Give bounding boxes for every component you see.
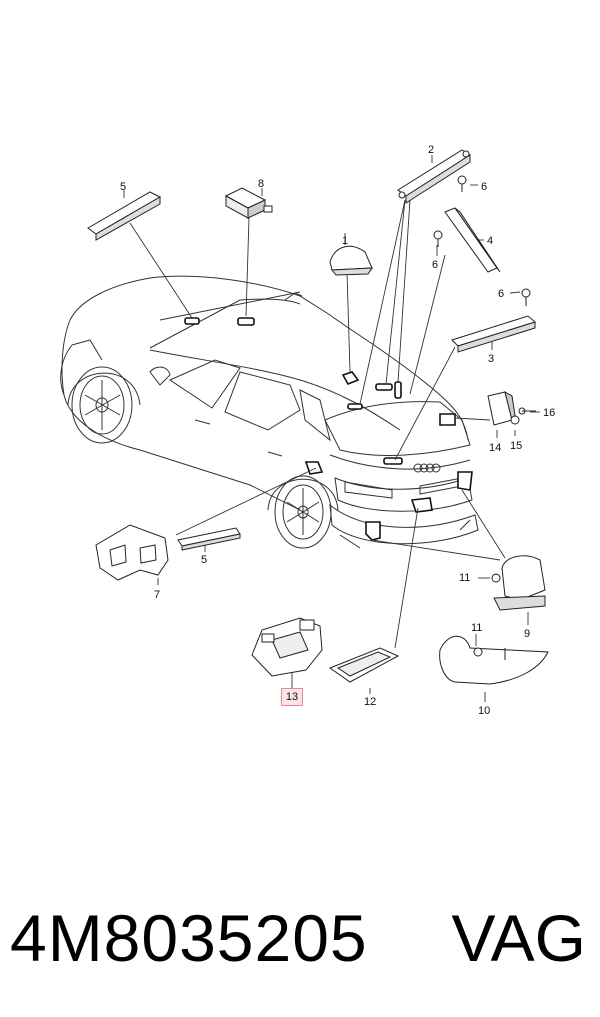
callout-11-a: 11	[459, 572, 470, 584]
part-1-shark-fin	[329, 245, 373, 276]
callout-4: 4	[487, 235, 493, 247]
part-number: 4M8035205	[10, 901, 368, 975]
parts-diagram: 1 2 3 4 5 5 6 6 6 7 8 9 10 11 11 12 14 1…	[60, 144, 555, 717]
callout-6-b: 6	[432, 259, 438, 271]
footer: 4M8035205 VAG	[0, 888, 600, 988]
callout-11-b: 11	[471, 622, 482, 634]
callout-6-c: 6	[498, 288, 504, 300]
part-10-bracket	[439, 635, 549, 685]
leader-lines	[123, 155, 540, 702]
sensor-markers	[184, 317, 473, 541]
part-5-antenna-top	[87, 191, 162, 241]
callout-10: 10	[478, 705, 490, 717]
callout-15: 15	[510, 440, 522, 452]
callout-6-a: 6	[481, 181, 487, 193]
callout-8: 8	[258, 178, 264, 190]
part-4-antenna	[444, 207, 501, 273]
part-14-sensor	[487, 390, 536, 426]
part-3-antenna	[451, 315, 537, 353]
callout-1: 1	[342, 235, 348, 247]
part-8-module	[224, 187, 273, 219]
part-9-sensor	[491, 555, 546, 611]
callout-13-highlighted: 13	[281, 688, 303, 706]
callout-2: 2	[428, 144, 434, 156]
part-13-control-unit	[251, 617, 323, 677]
callout-12: 12	[364, 696, 376, 708]
callout-9: 9	[524, 628, 530, 640]
part-6-screws	[433, 175, 531, 306]
brand-label: VAG	[451, 901, 586, 975]
callout-16: 16	[543, 407, 555, 419]
callout-7: 7	[154, 589, 160, 601]
callout-3: 3	[488, 353, 494, 365]
part-12-cover	[328, 647, 400, 683]
callout-5-top: 5	[120, 181, 126, 193]
part-5-antenna-lower	[177, 527, 241, 551]
callout-14: 14	[489, 442, 501, 454]
part-7-bracket	[95, 524, 169, 581]
part-2-antenna	[397, 149, 471, 204]
callout-5-lower: 5	[201, 554, 207, 566]
callout-labels: 1 2 3 4 5 5 6 6 6 7 8 9 10 11 11 12 14 1…	[120, 144, 555, 717]
